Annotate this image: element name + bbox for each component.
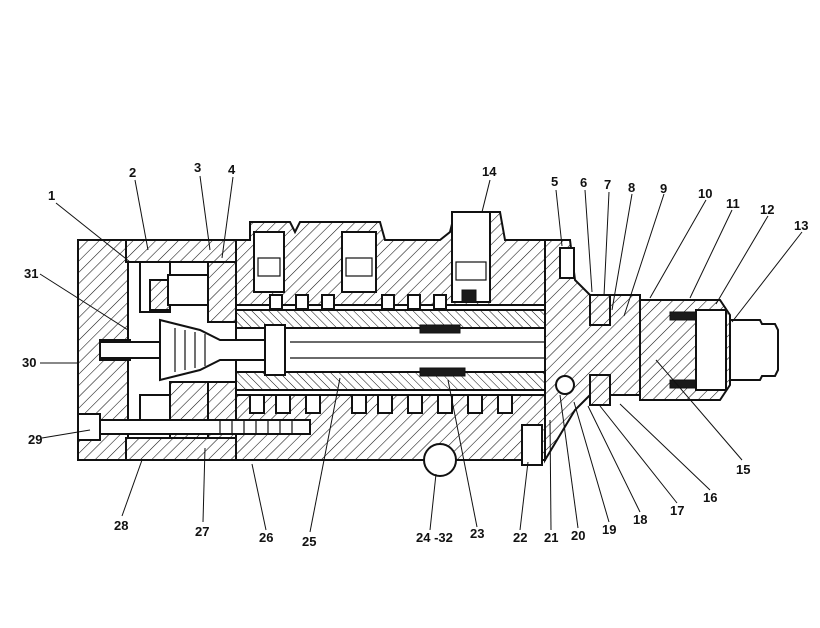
callout-31: 31 <box>24 266 38 281</box>
callout-6: 6 <box>580 175 587 190</box>
callout-3: 3 <box>194 160 201 175</box>
callout-11: 11 <box>726 196 740 211</box>
callout-26: 26 <box>259 530 273 545</box>
callout-22: 22 <box>513 530 527 545</box>
callout-23: 23 <box>470 526 484 541</box>
callout-18: 18 <box>633 512 647 527</box>
drain-plug <box>423 424 543 477</box>
right-end-housing <box>544 239 731 464</box>
top-ports <box>253 211 491 303</box>
callout-12: 12 <box>760 202 774 217</box>
callout-16: 16 <box>703 490 717 505</box>
callout-8: 8 <box>628 180 635 195</box>
bore-grooves <box>249 294 513 414</box>
callout-13: 13 <box>794 218 808 233</box>
callout-14: 14 <box>482 164 497 179</box>
callout-20: 20 <box>571 528 585 543</box>
callout-30: 30 <box>22 355 36 370</box>
callout-5: 5 <box>551 174 558 189</box>
plunger <box>729 319 779 381</box>
callout-1: 1 <box>48 188 55 203</box>
callout-28: 28 <box>114 518 128 533</box>
callout-labels: 1 2 3 4 14 5 6 7 8 9 10 11 12 13 31 30 2… <box>22 160 808 549</box>
callout-21: 21 <box>544 530 558 545</box>
poppet-valve <box>99 318 286 382</box>
callout-9: 9 <box>660 181 667 196</box>
callout-27: 27 <box>195 524 209 539</box>
leader-lines <box>39 175 803 533</box>
callout-4: 4 <box>228 162 236 177</box>
callout-25: 25 <box>302 534 316 549</box>
callout-19: 19 <box>602 522 616 537</box>
callout-17: 17 <box>670 503 684 518</box>
callout-10: 10 <box>698 186 712 201</box>
callout-2: 2 <box>129 165 136 180</box>
callout-15: 15 <box>736 462 750 477</box>
callout-24-32: 24 -32 <box>416 530 453 545</box>
callout-7: 7 <box>604 177 611 192</box>
callout-29: 29 <box>28 432 42 447</box>
tie-bolt <box>77 413 311 441</box>
